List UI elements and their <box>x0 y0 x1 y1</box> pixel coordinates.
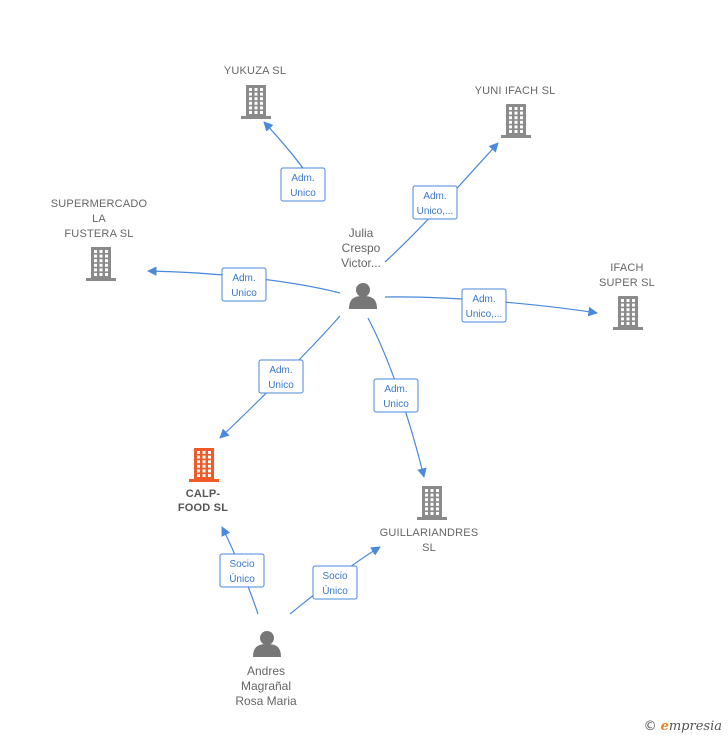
node-label-line: SUPER SL <box>599 277 655 289</box>
node-label-calp: CALP- FOOD SL <box>178 488 228 514</box>
node-label-julia: JuliaCrespoVictor... <box>341 226 381 270</box>
edge-label-frame <box>280 167 326 202</box>
node-label-line: Andres <box>247 664 285 678</box>
edge-label-box[interactable]: Adm. Unico,... <box>461 288 507 323</box>
edge-label-text: Adm. <box>291 173 314 184</box>
edge-label-frame <box>221 267 267 302</box>
node-label-yukuza: YUKUZA SL <box>224 65 286 77</box>
edge-label-frame <box>258 359 304 394</box>
person-icon[interactable] <box>253 631 281 657</box>
footer-brand: ©empresia <box>644 719 722 734</box>
edge-label-frame <box>461 288 507 323</box>
edge-label-text: Único <box>229 572 255 585</box>
building-icon[interactable] <box>417 486 447 520</box>
building-icon[interactable] <box>189 448 219 482</box>
edge-julia-guillariandres: Adm. Unico <box>367 317 427 478</box>
building-icon[interactable] <box>241 85 271 119</box>
edge-label-text: Unico <box>231 288 257 299</box>
node-label-line: YUNI IFACH SL <box>475 85 556 97</box>
brand-rest: mpresia <box>668 719 722 734</box>
edge-label-box[interactable]: Adm. Unico <box>221 267 267 302</box>
edge-label-text: Adm. <box>232 273 255 284</box>
node-label-line: FUSTERA SL <box>64 228 133 240</box>
edge-label-text: Unico,... <box>417 206 454 217</box>
edge-julia-supermercado: Adm. Unico <box>147 266 341 302</box>
node-label-line: Victor... <box>341 256 381 270</box>
edge-label-text: Unico <box>268 380 294 391</box>
node-label-line: CALP- <box>186 488 221 500</box>
node-label-line: SL <box>422 542 436 554</box>
edge-label-text: Unico <box>290 188 316 199</box>
edge-julia-yuni: Adm. Unico,... <box>384 142 499 263</box>
edge-label-box[interactable]: Adm. Unico,... <box>412 185 458 220</box>
edge-label-box[interactable]: Adm. Unico <box>373 378 419 413</box>
edge-label-text: Adm. <box>472 294 495 305</box>
edge-label-frame <box>373 378 419 413</box>
edge-julia-calp: Adm. Unico <box>219 315 341 439</box>
edge-label-box[interactable]: Adm. Unico <box>258 359 304 394</box>
edge-label-frame <box>312 565 358 600</box>
node-label-line: Magrañal <box>241 679 291 693</box>
edge-julia-yukuza: Adm. Unico <box>263 121 326 202</box>
building-icon[interactable] <box>86 247 116 281</box>
edge-label-text: Adm. <box>269 365 292 376</box>
building-icon[interactable] <box>613 296 643 330</box>
node-label-line: LA <box>92 213 106 225</box>
building-icon[interactable] <box>501 104 531 138</box>
edge-julia-ifach: Adm. Unico,... <box>384 288 598 323</box>
edge-label-text: Adm. <box>384 384 407 395</box>
node-label-line: YUKUZA SL <box>224 65 286 77</box>
edge-label-text: Unico <box>383 399 409 410</box>
person-icon[interactable] <box>349 283 377 309</box>
node-label-line: Crespo <box>342 241 381 255</box>
node-label-line: Julia <box>349 226 374 240</box>
edge-label-frame <box>219 553 265 588</box>
node-label-line: GUILLARIANDRES <box>380 527 479 539</box>
node-label-line: FOOD SL <box>178 502 228 514</box>
edge-label-frame <box>412 185 458 220</box>
edge-label-text: Socio <box>229 559 254 570</box>
node-label-guillariandres: GUILLARIANDRES SL <box>380 527 479 554</box>
edge-label-text: Único <box>322 584 348 597</box>
copyright-symbol: © <box>643 719 657 734</box>
brand-e: e <box>660 719 669 734</box>
edge-label-text: Unico,... <box>466 309 503 320</box>
node-label-supermercado: SUPERMERCADO LA FUSTERA SL <box>51 198 148 240</box>
node-label-line: SUPERMERCADO <box>51 198 148 210</box>
node-label-line: Rosa Maria <box>235 694 297 708</box>
node-label-yuni: YUNI IFACH SL <box>475 85 556 97</box>
edge-label-text: Adm. <box>423 191 446 202</box>
edge-label-text: Socio <box>322 571 347 582</box>
nodes-layer: YUKUZA SL YUNI IFACH SL SUPERMERCADO LA FUST… <box>51 65 655 708</box>
edge-label-box[interactable]: Adm. Unico <box>280 167 326 202</box>
node-label-ifach: IFACH SUPER SL <box>599 262 655 289</box>
node-label-line: IFACH <box>610 262 643 274</box>
